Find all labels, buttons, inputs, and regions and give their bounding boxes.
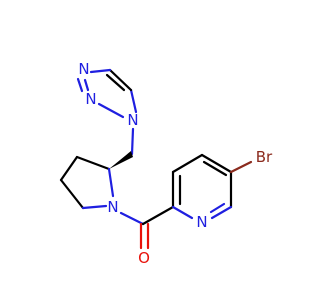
atom-label-n3-triazole: N bbox=[78, 60, 89, 78]
bond-c3-c4 bbox=[59, 155, 79, 182]
bond-c3-c4-py bbox=[171, 153, 204, 174]
bond-n3-n2-inner bbox=[83, 78, 90, 92]
bond-n2-n1 bbox=[97, 102, 125, 119]
bond-n-c2-py bbox=[171, 205, 194, 220]
bond-c5-c4-inner bbox=[105, 73, 126, 92]
bond-c5-n bbox=[81, 204, 108, 210]
atom-label-n1-triazole: N bbox=[127, 111, 138, 129]
bond-n-carbonyl bbox=[119, 211, 145, 226]
bond-c4-c5 bbox=[59, 178, 85, 210]
atom-label-o-carbonyl: O bbox=[138, 249, 150, 267]
triazole-ring bbox=[76, 68, 138, 119]
atom-label-n-pyridine: N bbox=[196, 213, 207, 231]
bond-n1-c5 bbox=[129, 88, 138, 114]
bond-n1-ch2 bbox=[130, 127, 135, 156]
bond-c2-n bbox=[107, 167, 115, 198]
bond-c4-c5-py bbox=[200, 153, 233, 174]
bond-n3-n2 bbox=[76, 77, 84, 93]
pyrrolidine-ring bbox=[59, 155, 115, 210]
bond-c4-n3 bbox=[89, 68, 112, 74]
pyridine-ring bbox=[171, 153, 233, 220]
bond-c6-n-py bbox=[210, 205, 233, 220]
bond-c6-n-py-inner bbox=[209, 202, 226, 214]
atom-label-n-pyrrolidine: N bbox=[107, 198, 118, 216]
bond-c5-br bbox=[229, 160, 253, 174]
atom-label-br: Br bbox=[256, 148, 273, 166]
bond-c2-c3 bbox=[75, 155, 111, 171]
bond-c5-c4 bbox=[108, 68, 133, 92]
bond-c4-c5-py-inner bbox=[202, 160, 228, 177]
atom-label-n2-triazole: N bbox=[85, 90, 96, 108]
molecule-structure: N N N N O N Br bbox=[59, 60, 273, 267]
bond-carbonyl-pyridine bbox=[141, 205, 175, 226]
wedge-bond bbox=[109, 151, 133, 169]
